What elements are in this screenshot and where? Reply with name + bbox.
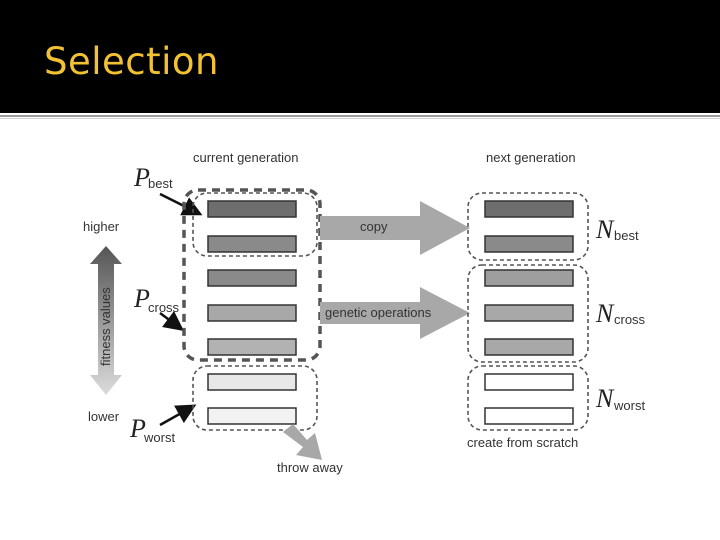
svg-text:P: P	[133, 284, 150, 313]
fitness-axis-arrow	[90, 246, 122, 395]
next-individual-7	[484, 407, 574, 425]
next-individual-5	[484, 338, 574, 356]
axis-lower-label: lower	[88, 409, 120, 424]
next-best-group	[467, 192, 589, 261]
p-cross-label: P cross	[133, 284, 180, 315]
slide-title: Selection	[44, 40, 220, 83]
p-worst-label: P worst	[129, 414, 175, 445]
current-individual-5	[207, 338, 297, 356]
n-best-label: N best	[595, 215, 639, 244]
title-divider	[0, 115, 720, 117]
svg-text:N: N	[595, 384, 615, 413]
next-individual-4	[484, 304, 574, 322]
svg-text:N: N	[595, 215, 615, 244]
current-individual-2	[207, 235, 297, 253]
svg-text:best: best	[148, 176, 173, 191]
current-cross-group	[182, 188, 322, 362]
next-worst-group	[467, 365, 589, 431]
current-individual-3	[207, 269, 297, 287]
current-best-group	[192, 192, 318, 257]
current-individual-1	[207, 200, 297, 218]
svg-text:best: best	[614, 228, 639, 243]
next-generation-heading: next generation	[486, 150, 576, 165]
copy-label: copy	[360, 219, 388, 234]
current-individual-7	[207, 407, 297, 425]
throw-away-arrow	[283, 424, 322, 460]
svg-text:cross: cross	[614, 312, 646, 327]
p-best-label: P best	[133, 163, 173, 192]
title-bar	[0, 0, 720, 113]
svg-text:worst: worst	[613, 398, 645, 413]
axis-higher-label: higher	[83, 219, 120, 234]
current-individual-4	[207, 304, 297, 322]
svg-text:cross: cross	[148, 300, 180, 315]
current-worst-group	[192, 365, 318, 431]
next-individual-6	[484, 373, 574, 391]
n-cross-label: N cross	[595, 299, 646, 328]
current-generation-heading: current generation	[193, 150, 299, 165]
p-worst-pointer-arrow	[159, 404, 197, 427]
throw-away-label: throw away	[277, 460, 343, 475]
p-cross-pointer-arrow	[159, 311, 184, 331]
copy-arrow	[320, 201, 470, 255]
next-individual-3	[484, 269, 574, 287]
title-divider-thin	[0, 118, 720, 119]
next-cross-group	[467, 264, 589, 363]
current-individual-6	[207, 373, 297, 391]
p-best-pointer-arrow	[159, 192, 203, 216]
axis-fitness-label: fitness values	[98, 287, 113, 366]
svg-text:worst: worst	[143, 430, 175, 445]
svg-text:N: N	[595, 299, 615, 328]
create-from-scratch-label: create from scratch	[467, 435, 578, 450]
genetic-operations-arrow	[320, 287, 470, 339]
svg-text:P: P	[133, 163, 150, 192]
svg-text:P: P	[129, 414, 146, 443]
next-individual-1	[484, 200, 574, 218]
genetic-operations-label: genetic operations	[325, 305, 432, 320]
n-worst-label: N worst	[595, 384, 645, 413]
next-individual-2	[484, 235, 574, 253]
